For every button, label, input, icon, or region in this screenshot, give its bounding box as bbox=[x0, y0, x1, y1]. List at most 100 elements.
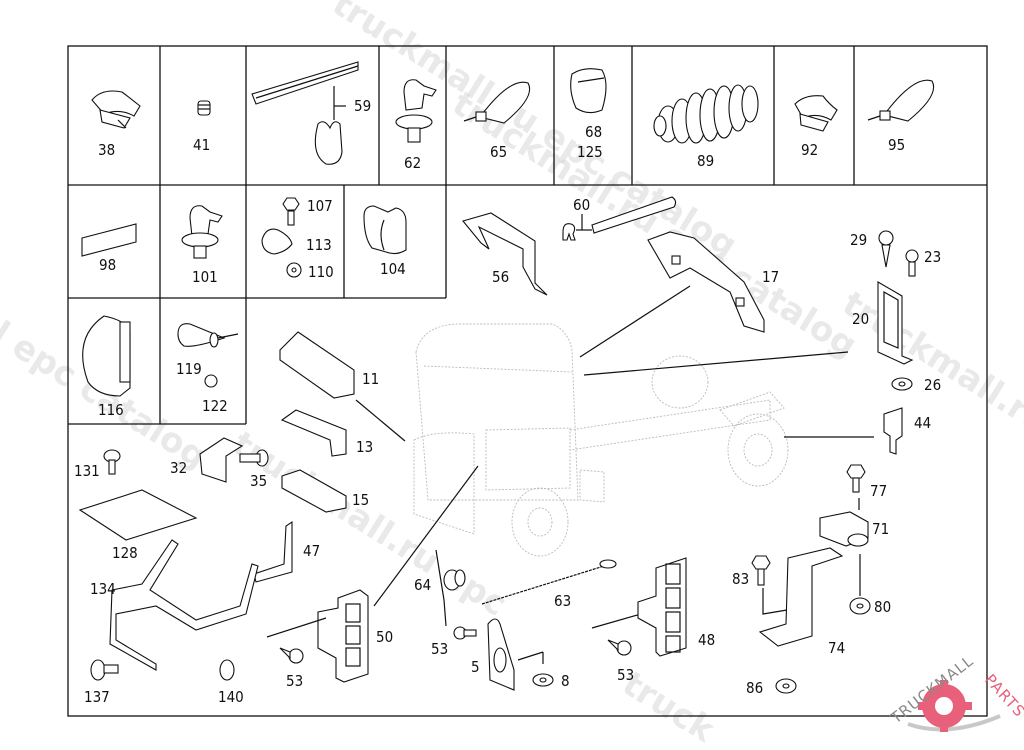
part-62-clip[interactable] bbox=[395, 79, 437, 143]
part-59-edge-trim[interactable] bbox=[251, 61, 359, 165]
callout: 15 bbox=[352, 491, 369, 509]
part-label: 107 bbox=[307, 197, 333, 215]
part-86-nut[interactable] bbox=[775, 678, 797, 694]
callout: 50 bbox=[376, 628, 393, 646]
part-131-bolt[interactable] bbox=[103, 449, 121, 475]
part-label: 116 bbox=[98, 401, 124, 419]
part-116-bracket[interactable] bbox=[82, 315, 131, 397]
part-label: 98 bbox=[99, 256, 116, 274]
part-68-125-cap[interactable] bbox=[570, 68, 607, 114]
callout: 63 bbox=[554, 592, 571, 610]
outer-frame bbox=[67, 45, 988, 717]
part-13-bracket[interactable] bbox=[280, 409, 347, 457]
part-29-screw[interactable] bbox=[878, 230, 894, 268]
part-label: 113 bbox=[306, 236, 332, 254]
callout: 140 bbox=[218, 688, 244, 706]
part-35-bolt[interactable] bbox=[239, 449, 269, 467]
part-137-bolt[interactable] bbox=[90, 659, 119, 681]
callout: 26 bbox=[924, 376, 941, 394]
part-47-bracket[interactable] bbox=[253, 520, 293, 583]
part-label: 59 bbox=[354, 97, 371, 115]
part-107-113-110-clamp-set[interactable] bbox=[261, 197, 302, 278]
callout: 64 bbox=[414, 576, 431, 594]
part-50-reflector-bracket[interactable] bbox=[266, 589, 369, 683]
part-80-nut[interactable] bbox=[849, 554, 871, 615]
part-label: 41 bbox=[193, 136, 210, 154]
part-101-clip[interactable] bbox=[181, 205, 223, 259]
part-41-grommet[interactable] bbox=[197, 100, 211, 116]
callout: 5 bbox=[471, 658, 480, 676]
callout: 77 bbox=[870, 482, 887, 500]
leader-lines bbox=[355, 285, 874, 607]
callout: 131 bbox=[74, 462, 100, 480]
callout: 23 bbox=[924, 248, 941, 266]
truckmall-parts-logo: TRUCKMALL PARTS bbox=[887, 652, 1024, 732]
part-11-cover[interactable] bbox=[279, 331, 355, 399]
part-label: 92 bbox=[801, 141, 818, 159]
callout: 56 bbox=[492, 268, 509, 286]
part-65-cable-tie[interactable] bbox=[463, 81, 531, 124]
callout: 137 bbox=[84, 688, 110, 706]
callout: 60 bbox=[573, 196, 590, 214]
part-26-nut[interactable] bbox=[891, 377, 913, 391]
part-92-clip[interactable] bbox=[794, 95, 838, 132]
part-74-bracket[interactable] bbox=[758, 547, 844, 647]
part-48-reflector-bracket[interactable] bbox=[637, 557, 687, 657]
callout: 74 bbox=[828, 639, 845, 657]
part-53-screw-b[interactable] bbox=[453, 626, 477, 640]
part-98-label-plate[interactable] bbox=[81, 223, 137, 257]
callout: 128 bbox=[112, 544, 138, 562]
part-8-nut[interactable] bbox=[532, 673, 554, 687]
callout: 53 bbox=[617, 666, 634, 684]
part-63-cable[interactable] bbox=[481, 559, 617, 605]
part-44-clip[interactable] bbox=[883, 407, 903, 455]
part-38-clip[interactable] bbox=[91, 90, 141, 129]
part-104-clip[interactable] bbox=[363, 205, 407, 255]
callout: 80 bbox=[874, 598, 891, 616]
part-23-screw[interactable] bbox=[905, 249, 919, 277]
part-20-frame-bracket[interactable] bbox=[877, 281, 914, 365]
part-64-connector[interactable] bbox=[435, 549, 466, 627]
callout: 11 bbox=[362, 370, 379, 388]
part-140-nut[interactable] bbox=[219, 659, 235, 681]
grid-frame bbox=[67, 45, 988, 717]
part-label: 122 bbox=[202, 397, 228, 415]
part-label: 95 bbox=[888, 136, 905, 154]
part-label: 119 bbox=[176, 360, 202, 378]
callout: 86 bbox=[746, 679, 763, 697]
callout: 44 bbox=[914, 414, 931, 432]
part-label: 104 bbox=[380, 260, 406, 278]
part-label: 110 bbox=[308, 263, 334, 281]
part-label: 68 bbox=[585, 123, 602, 141]
part-77-bolt[interactable] bbox=[846, 464, 866, 510]
part-71-connector-block[interactable] bbox=[819, 511, 869, 547]
callout: 71 bbox=[872, 520, 889, 538]
part-32-bracket[interactable] bbox=[199, 437, 244, 483]
callout: 53 bbox=[431, 640, 448, 658]
callout: 13 bbox=[356, 438, 373, 456]
part-label: 65 bbox=[490, 143, 507, 161]
part-60-hose[interactable] bbox=[562, 196, 677, 241]
callout: 32 bbox=[170, 459, 187, 477]
callout: 35 bbox=[250, 472, 267, 490]
part-134-bracket[interactable] bbox=[109, 539, 259, 671]
part-15-pad[interactable] bbox=[281, 469, 347, 513]
callout: 29 bbox=[850, 231, 867, 249]
gear-icon bbox=[918, 680, 972, 732]
part-17-cover[interactable] bbox=[647, 231, 765, 333]
part-label: 62 bbox=[404, 154, 421, 172]
part-95-cable-tie[interactable] bbox=[867, 79, 935, 122]
part-56-bracket[interactable] bbox=[462, 212, 548, 296]
callout: 8 bbox=[561, 672, 570, 690]
part-5-sensor-bracket[interactable] bbox=[487, 618, 544, 691]
part-119-122-fastener[interactable] bbox=[177, 323, 239, 388]
part-83-bolt[interactable] bbox=[751, 555, 788, 630]
callout: 47 bbox=[303, 542, 320, 560]
part-53-screw-a[interactable] bbox=[279, 647, 304, 664]
part-label: 101 bbox=[192, 268, 218, 286]
callout: 83 bbox=[732, 570, 749, 588]
part-128-plate[interactable] bbox=[78, 489, 198, 541]
part-89-bellows[interactable] bbox=[653, 84, 759, 144]
part-label: 38 bbox=[98, 141, 115, 159]
